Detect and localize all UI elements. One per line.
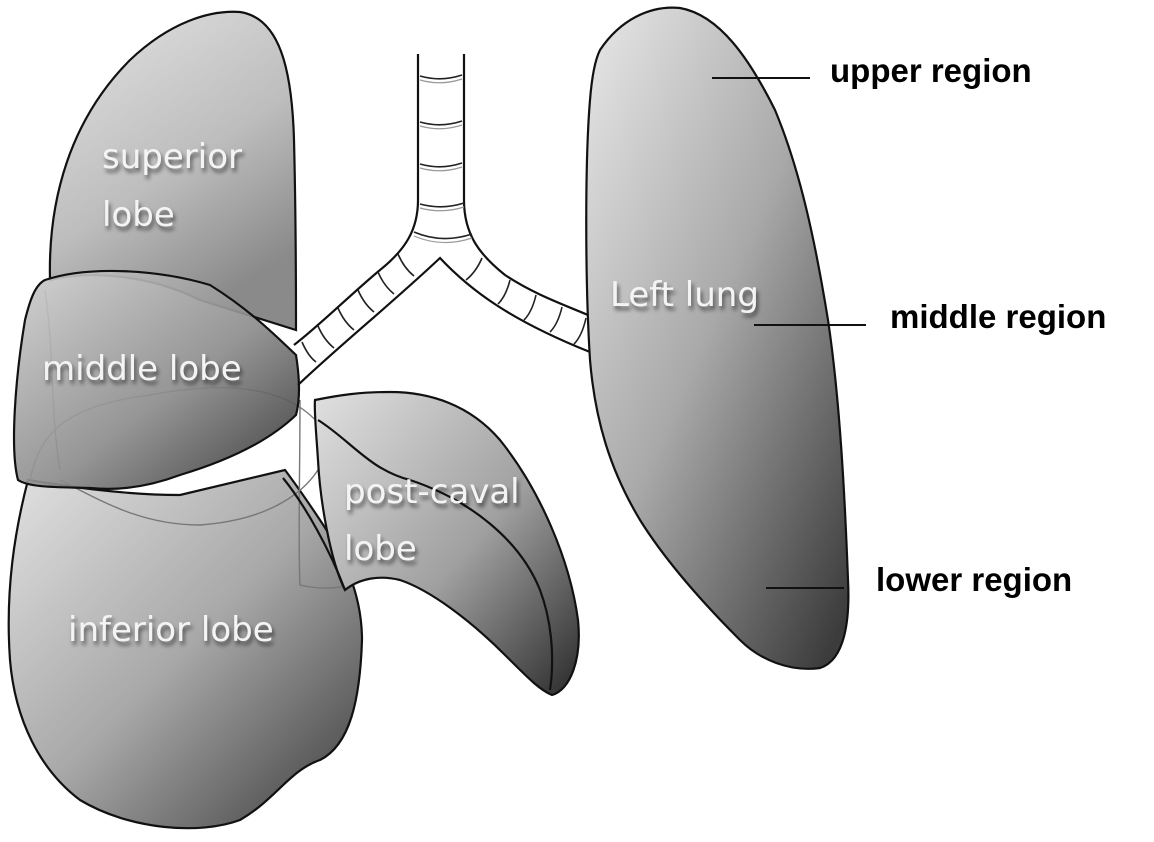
middle-lobe-label: middle lobe (42, 349, 242, 389)
post-caval-lobe-label-line2: lobe (344, 529, 417, 569)
post-caval-lobe-label-line1: post-caval (344, 472, 520, 512)
trachea (293, 54, 596, 386)
left-lung-label: Left lung (610, 275, 759, 315)
lower-region-label: lower region (876, 561, 1072, 598)
left-lung-shape (585, 6, 850, 670)
upper-region-label: upper region (830, 52, 1032, 89)
post-caval-inner-line (317, 419, 554, 691)
middle-lobe-shape (12, 269, 301, 491)
inferior-lobe-shape (7, 468, 364, 830)
overlap-contour (298, 399, 351, 589)
inferior-lobe-label: inferior lobe (68, 610, 274, 650)
superior-lobe-label-line2: lobe (102, 195, 175, 235)
inferior-lobe-edge (282, 477, 347, 591)
superior-lobe-label-line1: superior (102, 137, 242, 177)
middle-region-label: middle region (890, 298, 1106, 335)
